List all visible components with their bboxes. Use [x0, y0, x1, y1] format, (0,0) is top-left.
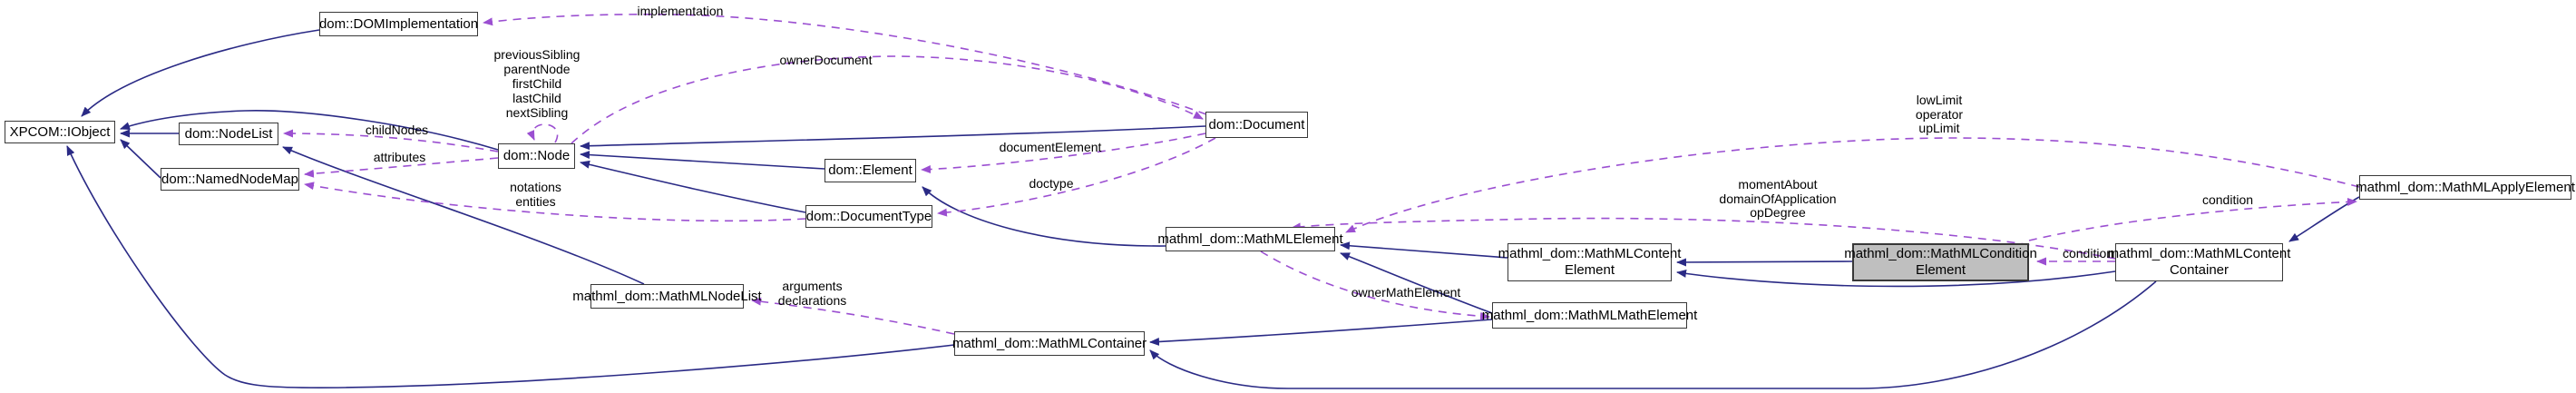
edge-use-lowlimit [1345, 137, 2360, 233]
class-label: mathml_dom::MathMLElement [1157, 231, 1343, 247]
class-node-mathml-contentelement[interactable]: mathml_dom::MathMLContent Element [1498, 243, 1681, 281]
class-label: mathml_dom::MathMLCondition [1844, 246, 2037, 261]
class-node-mathml-conditionelement-current: mathml_dom::MathMLCondition Element [1844, 243, 2037, 281]
class-node-dom-document[interactable]: dom::Document [1205, 112, 1308, 138]
edge-use-documentelement [921, 133, 1206, 174]
edge-use-ownermathelement [1260, 251, 1490, 320]
class-label: dom::Node [503, 148, 571, 163]
class-label: XPCOM::IObject [9, 123, 111, 140]
class-label: mathml_dom::MathMLContainer [951, 335, 1147, 351]
edge-use-node-selfloop [526, 123, 559, 143]
class-label: dom::DocumentType [805, 208, 932, 224]
edge-use-momentabout [1291, 217, 2116, 260]
edge-inherit-conditionelement-contentelement [1676, 258, 1853, 267]
edge-inherit-documenttype-node [580, 160, 806, 213]
edge-use-condition-upper [2028, 197, 2357, 241]
class-node-mathml-container[interactable]: mathml_dom::MathMLContainer [951, 331, 1147, 356]
edge-inherit-document-node [580, 125, 1206, 151]
class-label: mathml_dom::MathMLNodeList [572, 288, 762, 304]
edge-inherit-node-iobject [120, 110, 499, 151]
edge-inherit-mathmlelement-element [922, 186, 1166, 247]
class-label: mathml_dom::MathMLApplyElement [2356, 179, 2575, 195]
edge-inherit-element-node [580, 151, 825, 170]
edge-use-doctype [937, 137, 1216, 217]
class-node-dom-documenttype[interactable]: dom::DocumentType [805, 205, 932, 228]
class-label: Element [1915, 262, 1966, 278]
class-node-xpcom-iobject[interactable]: XPCOM::IObject [5, 121, 115, 143]
edge-use-ownerdocument [571, 55, 1204, 144]
edge-inherit-contentcontainer-contentelement [1676, 269, 2116, 288]
class-node-mathml-element[interactable]: mathml_dom::MathMLElement [1157, 227, 1343, 251]
class-label: mathml_dom::MathMLMathElement [1481, 307, 1698, 323]
class-label: mathml_dom::MathMLContent [2107, 246, 2291, 261]
class-label: dom::DOMImplementation [318, 15, 479, 32]
edge-use-childnodes [283, 129, 499, 152]
class-node-dom-node[interactable]: dom::Node [498, 143, 575, 169]
edge-use-notations-entities [304, 182, 806, 222]
class-node-dom-domimplementation[interactable]: dom::DOMImplementation [319, 12, 478, 36]
class-node-dom-namednodemap[interactable]: dom::NamedNodeMap [161, 168, 299, 191]
edge-inherit-container-iobject [66, 145, 955, 389]
class-node-mathml-nodelist[interactable]: mathml_dom::MathMLNodeList [572, 284, 762, 309]
edge-use-arguments [751, 297, 955, 335]
edge-inherit-mathelement-container [1149, 319, 1493, 346]
edge-use-implementation [483, 14, 1207, 115]
class-label: dom::NamedNodeMap [161, 171, 298, 187]
class-node-mathml-contentcontainer[interactable]: mathml_dom::MathMLContent Container [2108, 243, 2290, 281]
class-label: dom::NodeList [184, 125, 273, 142]
class-label: dom::Document [1208, 116, 1305, 133]
edge-inherit-mathelement-mathmlelement [1340, 252, 1493, 314]
class-node-mathml-applyelement[interactable]: mathml_dom::MathMLApplyElement [2356, 175, 2575, 200]
class-label: dom::Element [828, 162, 912, 178]
edge-use-attributes [304, 157, 499, 178]
edge-inherit-mathmlnodelist-nodelist [282, 146, 645, 285]
class-node-dom-element[interactable]: dom::Element [825, 159, 916, 182]
edge-inherit-domimplementation-iobject [81, 29, 320, 117]
edge-inherit-contentelement-mathmlelement [1340, 241, 1508, 259]
class-label: Container [2169, 262, 2230, 278]
edge-inherit-namednodemap-iobject [120, 139, 161, 179]
class-label: mathml_dom::MathMLContent [1498, 246, 1682, 261]
class-label: Element [1564, 262, 1615, 278]
edge-inherit-contentcontainer-container [1149, 280, 2157, 389]
class-node-mathml-mathelement[interactable]: mathml_dom::MathMLMathElement [1482, 302, 1697, 329]
class-node-dom-nodelist[interactable]: dom::NodeList [179, 123, 278, 145]
